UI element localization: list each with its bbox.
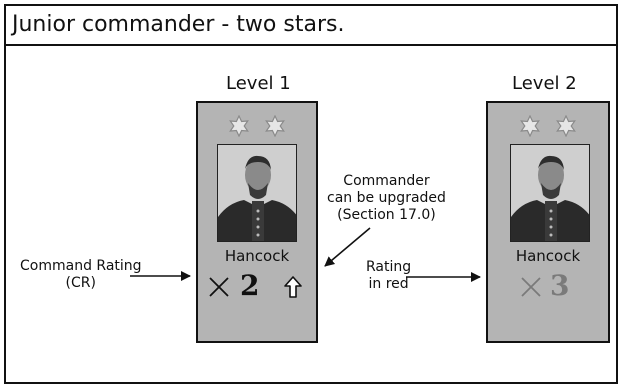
callout-arrows	[130, 227, 481, 282]
command-rating-value: 2	[240, 269, 260, 302]
header-title: Junior commander - two stars.	[6, 6, 616, 46]
crossed-swords-icon	[209, 277, 229, 297]
star-icon	[229, 114, 250, 138]
crossed-swords-icon	[521, 277, 541, 297]
star-icon	[555, 114, 576, 138]
callout-rating-red: Rating in red	[366, 259, 412, 292]
level-2-label: Level 2	[512, 73, 577, 94]
rating-row-level-2: 3	[488, 271, 608, 301]
star-icon	[520, 114, 541, 138]
commander-portrait	[510, 144, 590, 242]
upgrade-arrow-icon	[284, 276, 302, 298]
stars-level-2	[488, 114, 608, 141]
star-icon	[264, 114, 285, 138]
level-1-label: Level 1	[226, 73, 291, 94]
commander-card-level-1: Hancock 2	[196, 101, 318, 343]
commander-name: Hancock	[224, 247, 290, 265]
callout-upgrade: Commander can be upgraded (Section 17.0)	[327, 173, 446, 223]
rating-row-level-1: 2	[198, 271, 316, 301]
callout-command-rating: Command Rating (CR)	[20, 258, 142, 291]
command-rating-value: 3	[550, 269, 570, 302]
commander-portrait	[217, 144, 297, 242]
stars-level-1	[198, 114, 316, 141]
commander-name: Hancock	[515, 247, 581, 265]
commander-card-level-2: Hancock 3	[486, 101, 610, 343]
arrow-to-upgrade	[324, 227, 371, 267]
